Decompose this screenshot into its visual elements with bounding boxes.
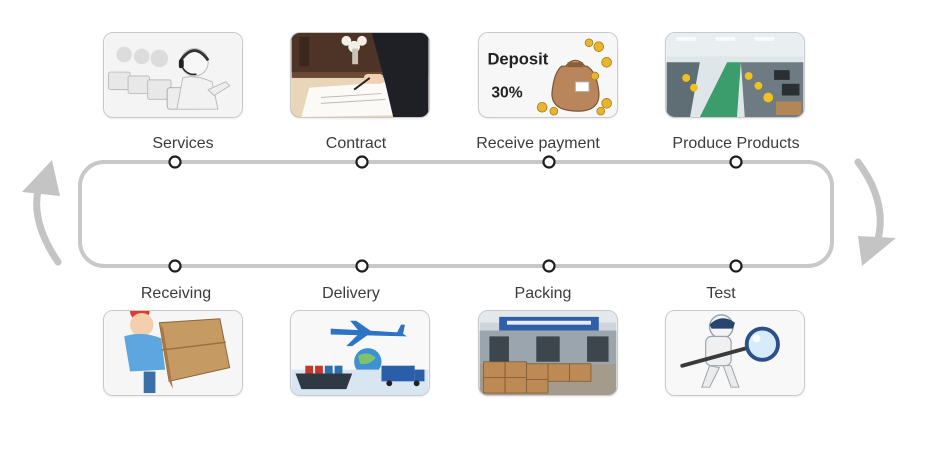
step-label-receiving: Receiving [140,285,212,302]
money-bag-deposit-icon: Deposit 30% [479,33,617,117]
card-produce-products [665,32,805,118]
card-services [103,32,243,118]
step-label-packing: Packing [514,285,572,302]
factory-production-line-icon [666,33,804,117]
deposit-percent: 30% [491,84,522,101]
node-receiving [168,259,182,273]
step-label-test: Test [706,285,736,302]
node-contract [355,155,369,169]
node-test [729,259,743,273]
node-packing [542,259,556,273]
card-contract [290,32,430,118]
deposit-title: Deposit [487,49,548,68]
step-label-services: Services [152,135,214,152]
card-receiving [103,310,243,396]
cycle-arrow-left-icon [22,160,62,266]
card-packing [478,310,618,396]
customer-service-agents-icon [104,33,242,117]
step-label-delivery: Delivery [322,285,380,302]
node-delivery [355,259,369,273]
step-label-produce-products: Produce Products [672,135,800,152]
warehouse-cartons-icon [479,311,617,395]
node-receive-payment [542,155,556,169]
magnifier-inspector-icon [666,311,804,395]
loop-track [78,160,834,268]
node-produce-products [729,155,743,169]
signing-contract-icon [291,33,429,117]
card-receive-payment: Deposit 30% [478,32,618,118]
card-test [665,310,805,396]
plane-ship-truck-globe-icon [291,311,429,395]
step-label-contract: Contract [325,135,387,152]
step-label-receive-payment: Receive payment [476,135,600,152]
node-services [168,155,182,169]
courier-with-box-icon [104,311,242,395]
card-delivery [290,310,430,396]
cycle-arrow-right-icon [854,158,896,266]
